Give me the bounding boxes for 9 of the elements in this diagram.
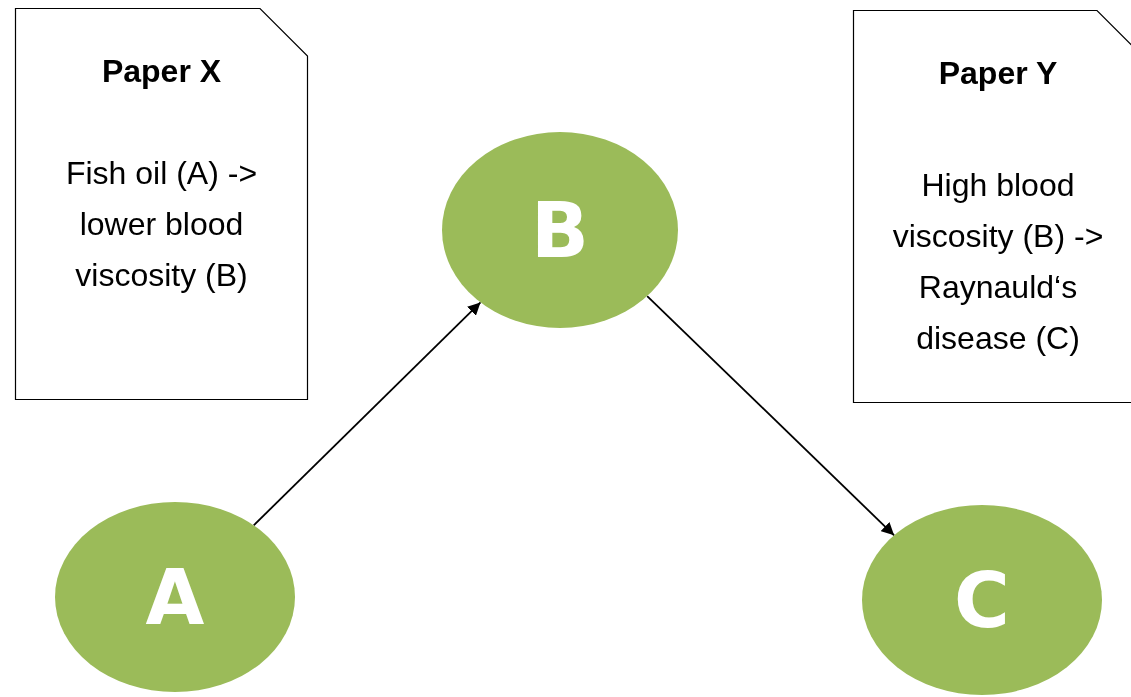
document-title: Paper X — [100, 53, 223, 90]
document-text: High blood viscosity (B) -> Raynauld‘s disease (C) — [891, 166, 1105, 358]
variable-label: A — [144, 552, 206, 642]
document-text: Fish oil (A) -> lower blood viscosity (B) — [64, 154, 259, 295]
arrow — [646, 295, 895, 537]
variable-label: C — [953, 555, 1011, 645]
variable-label: B — [530, 185, 590, 275]
document-title: Paper Y — [937, 55, 1059, 92]
arrow — [252, 301, 482, 527]
